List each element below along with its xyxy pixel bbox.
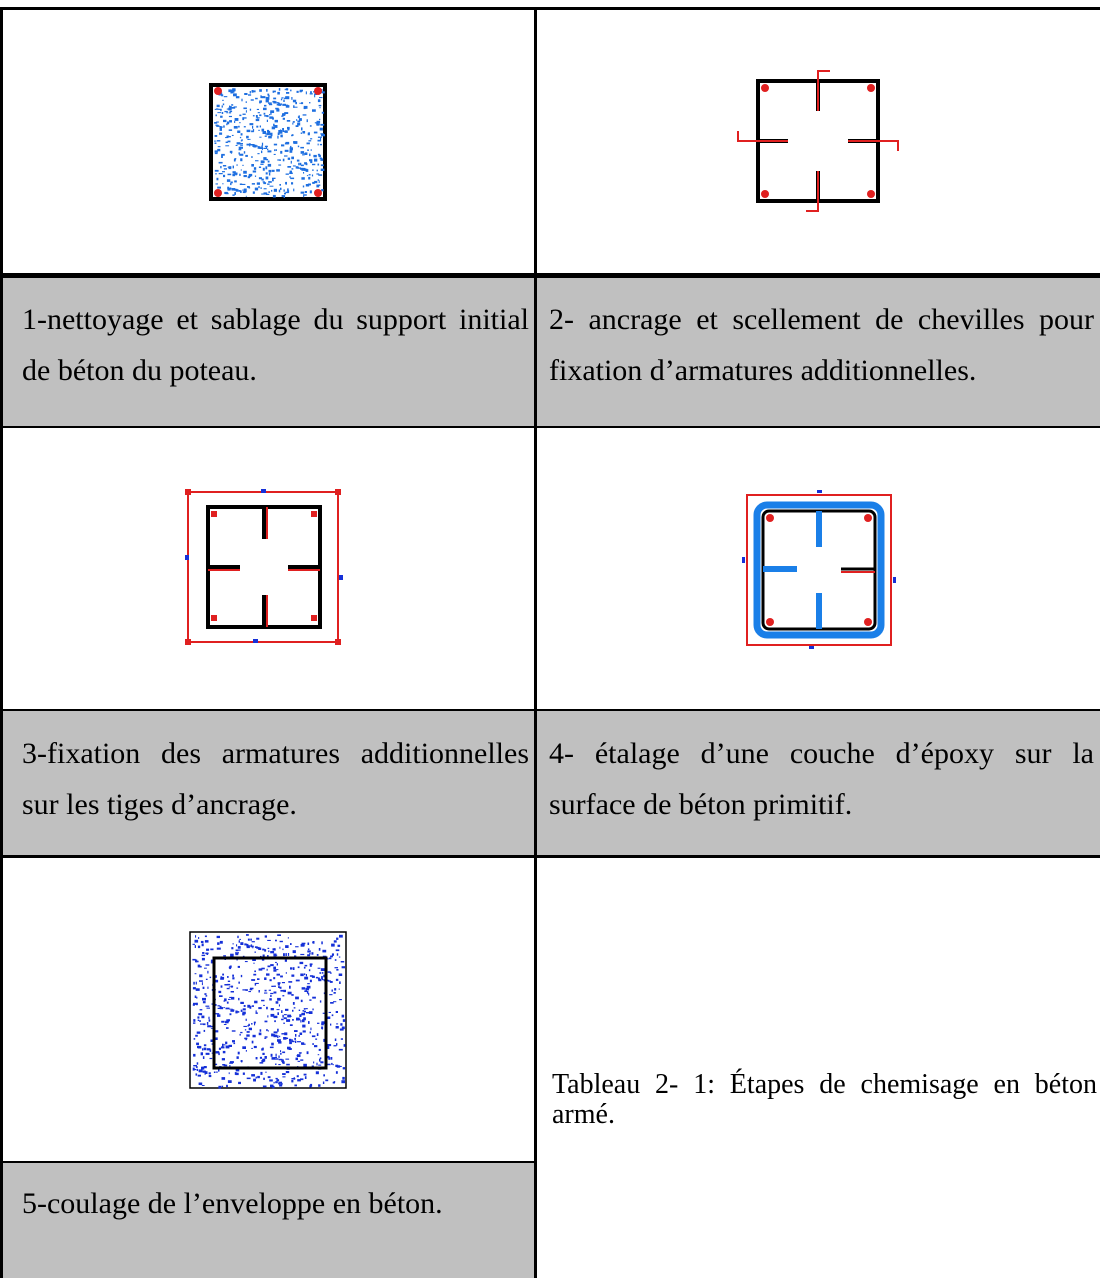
grid-line bbox=[0, 7, 3, 1278]
grid-line bbox=[0, 709, 1100, 711]
grid-line bbox=[0, 426, 1100, 428]
figure-step-4 bbox=[537, 429, 1100, 710]
caption-row-3-bg bbox=[0, 1163, 535, 1278]
caption-step-5: 5-coulage de l’enveloppe en béton. bbox=[22, 1187, 443, 1220]
anchor-dowels-section bbox=[736, 70, 899, 212]
caption-step-3: 3-fixation des armatures additionnelles … bbox=[22, 737, 529, 821]
grid-line bbox=[0, 273, 1100, 278]
grid-line bbox=[0, 855, 1100, 858]
grid-line bbox=[0, 7, 1100, 10]
caption-step-1: 1-nettoyage et sablage du support initia… bbox=[22, 303, 529, 387]
additional-rebar-section bbox=[184, 489, 343, 645]
caption-row-1-bg bbox=[0, 277, 1100, 427]
caption-row-2-bg bbox=[0, 711, 1100, 857]
concrete-jacket-section bbox=[188, 931, 347, 1089]
grid-line bbox=[0, 1161, 536, 1163]
epoxy-layer-section bbox=[741, 490, 896, 649]
concrete-column-section bbox=[208, 83, 327, 201]
caption-step-4: 4- étalage d’une couche d’époxy sur la s… bbox=[549, 737, 1094, 821]
caption-step-2: 2- ancrage et scellement de chevilles po… bbox=[549, 303, 1094, 387]
figure-step-1 bbox=[0, 8, 535, 276]
figure-step-2 bbox=[537, 8, 1100, 276]
grid-line bbox=[534, 7, 537, 1278]
figure-step-3 bbox=[0, 429, 535, 710]
figure-step-5 bbox=[0, 860, 535, 1160]
table-caption: Tableau 2- 1: Étapes de chemisage en bét… bbox=[552, 1069, 1097, 1130]
